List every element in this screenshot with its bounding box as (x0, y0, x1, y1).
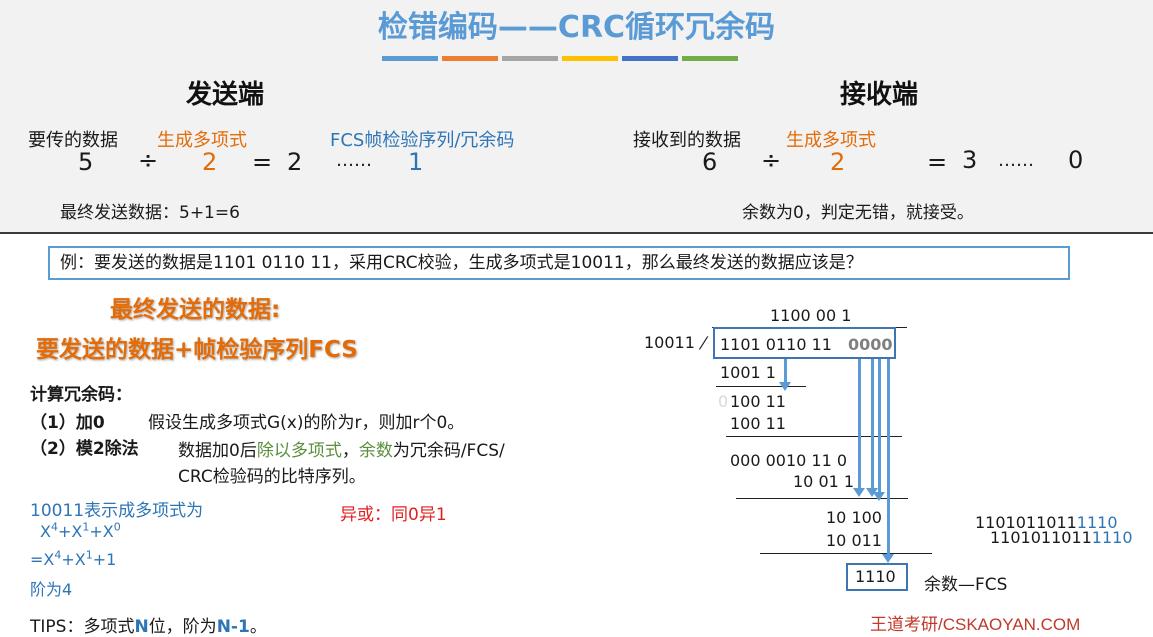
final-formula-line2: 要发送的数据+帧检验序列FCS (36, 337, 358, 363)
arrow-2 (858, 359, 861, 489)
calc-heading: 计算冗余码： (30, 385, 132, 405)
receiver-data-label: 接收到的数据 (633, 130, 741, 151)
division-line-2 (726, 436, 902, 437)
receiver-heading: 接收端 (840, 80, 919, 110)
example-question: 例：要发送的数据是1101 0110 11，采用CRC校验，生成多项式是1001… (48, 246, 1070, 280)
result-line1: 11010110111110 (975, 513, 1118, 532)
division-divisor: 10011 (644, 333, 695, 352)
division-quotient: 1100 00 1 (770, 306, 852, 325)
division-dividend: 1101 0110 11 (720, 335, 832, 354)
remainder-box (846, 563, 908, 591)
division-bracket: / (697, 333, 710, 352)
division-line-4 (760, 553, 932, 554)
division-r4: 000 0010 11 0 (730, 451, 848, 470)
calc-step2-line2: CRC检验码的比特序列。 (178, 467, 366, 487)
arrow-4-head (873, 492, 885, 501)
receiver-data-value: 6 (702, 148, 718, 176)
arrow-5-head (882, 554, 894, 563)
arrow-3 (871, 359, 874, 489)
receiver-divide-sign: ÷ (761, 146, 782, 174)
poly-line3: =X4+X1+1 (30, 548, 117, 569)
calc-step1-text: 假设生成多项式G(x)的阶为r，则加r个0。 (148, 413, 465, 433)
color-bar-6 (682, 56, 738, 61)
poly-line2: X4+X1+X0 (40, 520, 121, 541)
division-r1: 1001 1 (720, 363, 776, 382)
sender-dots: …… (336, 150, 372, 171)
sender-data-label: 要传的数据 (28, 130, 118, 151)
color-bar-1 (382, 56, 438, 61)
dividend-box (713, 327, 896, 359)
sender-fcs-label: FCS帧检验序列/冗余码 (330, 130, 515, 151)
division-r7: 10 011 (826, 531, 882, 550)
division-line-3 (736, 498, 908, 499)
arrow-4 (878, 359, 881, 493)
division-r3: 100 11 (730, 414, 786, 433)
poly-line1: 10011表示成多项式为 (30, 501, 204, 521)
receiver-equals-sign: = (927, 148, 948, 176)
receiver-remainder: 0 (1068, 146, 1084, 174)
sender-data-value: 5 (78, 148, 94, 176)
color-bar-2 (442, 56, 498, 61)
receiver-conclusion: 余数为0，判定无错，就接受。 (742, 203, 974, 223)
arrow-2-head (853, 488, 865, 497)
tips: TIPS：多项式N位，阶为N-1。 (30, 617, 267, 637)
division-r2: 100 11 (730, 392, 786, 411)
color-bar-5 (622, 56, 678, 61)
division-remainder: 1110 (855, 567, 896, 586)
sender-remainder: 1 (408, 148, 424, 176)
calc-step1-label: （1）加0 (30, 413, 105, 433)
result-line2: 11010110111110 (990, 528, 1133, 547)
receiver-dots: …… (998, 150, 1034, 171)
division-r5: 10 01 1 (793, 472, 855, 491)
arrow-1-head (779, 382, 791, 391)
division-r2-faded: 0 (718, 392, 729, 411)
final-formula-line1: 最终发送的数据: (110, 297, 281, 323)
sender-poly-label: 生成多项式 (157, 130, 247, 151)
sender-divide-sign: ÷ (138, 146, 159, 174)
division-line-1 (716, 386, 806, 387)
receiver-quotient: 3 (962, 146, 978, 174)
remainder-label: 余数—FCS (924, 575, 1008, 595)
sender-poly-value: 2 (202, 148, 218, 176)
division-zeros: 0000 (848, 335, 893, 354)
sender-quotient: 2 (287, 148, 303, 176)
color-bar-4 (562, 56, 618, 61)
header-band (0, 0, 1153, 232)
division-r6: 10 100 (826, 508, 882, 527)
sender-equals-sign: = (252, 148, 273, 176)
receiver-poly-label: 生成多项式 (786, 130, 876, 151)
arrow-5 (887, 359, 890, 555)
color-bar-3 (502, 56, 558, 61)
poly-degree: 阶为4 (30, 580, 73, 599)
calc-step2-text: 数据加0后除以多项式，余数为冗余码/FCS/ (178, 441, 505, 461)
page-title: 检错编码——CRC循环冗余码 (377, 10, 776, 45)
watermark: 王道考研/CSKAOYAN.COM (870, 615, 1081, 634)
sender-final: 最终发送数据：5+1=6 (60, 203, 240, 223)
xor-note: 异或：同0异1 (340, 505, 447, 525)
sender-heading: 发送端 (186, 80, 265, 110)
section-divider (0, 232, 1153, 234)
calc-step2-label: （2）模2除法 (30, 439, 139, 459)
arrow-1 (784, 359, 787, 383)
receiver-poly-value: 2 (830, 148, 846, 176)
arrow-3-head (866, 488, 878, 497)
